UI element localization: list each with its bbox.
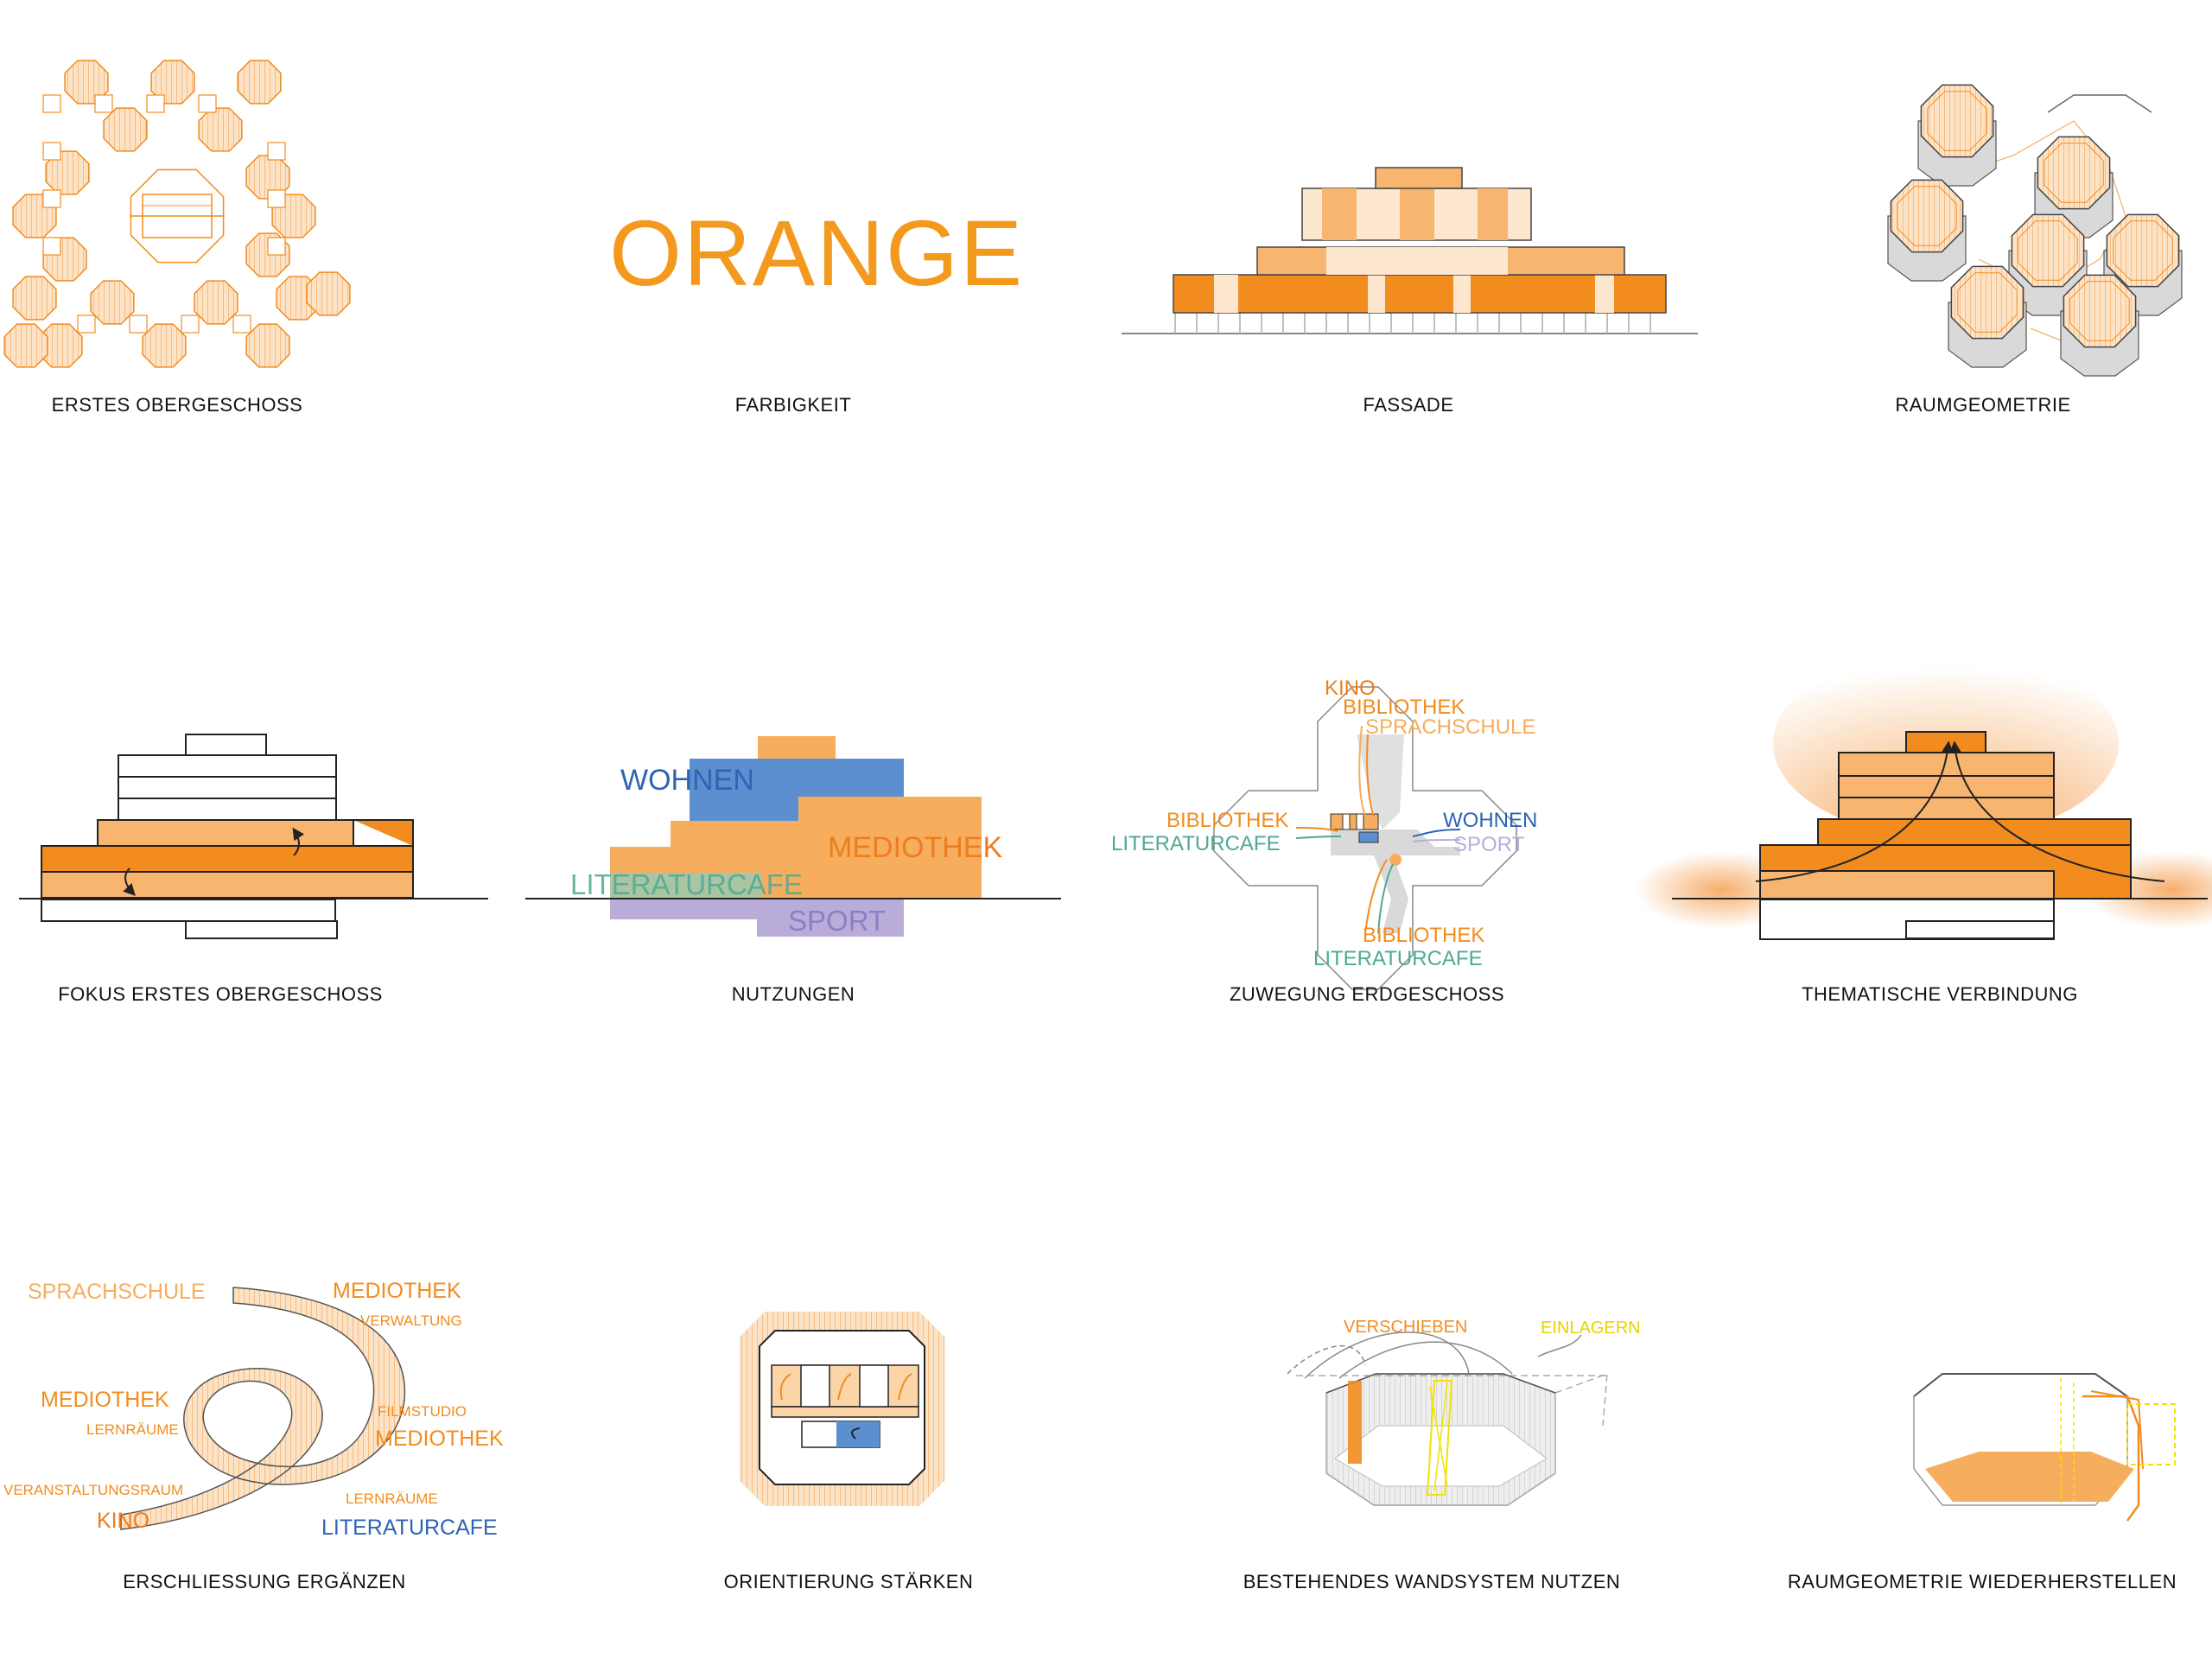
caption-orientierung: ORIENTIERUNG STÄRKEN — [723, 1571, 974, 1592]
label-filmstudio: FILMSTUDIO — [378, 1403, 467, 1420]
label-kino: KINO — [1325, 677, 1376, 700]
access-ground-floor — [1213, 686, 1517, 990]
label-mediothek-right: MEDIOTHEK — [375, 1427, 504, 1451]
space-geometry-axonometric — [1887, 84, 2183, 377]
label-lernraeume-right: LERNRÄUME — [346, 1491, 438, 1507]
caption-fassade: FASSADE — [1363, 394, 1454, 416]
caption-erstes-obergeschoss: ERSTES OBERGESCHOSS — [51, 394, 303, 416]
caption-raumgeometrie: RAUMGEOMETRIE — [1895, 394, 2071, 416]
focus-section — [19, 734, 488, 939]
caption-zuwegung: ZUWEGUNG ERDGESCHOSS — [1229, 983, 1505, 1005]
facade-elevation — [1122, 167, 1698, 334]
thematic-connection — [1635, 648, 2212, 940]
wall-system-axonometric — [1287, 1332, 1608, 1506]
caption-wandsystem: BESTEHENDES WANDSYSTEM NUTZEN — [1243, 1571, 1621, 1592]
label-sprachschule-ramp: SPRACHSCHULE — [28, 1280, 206, 1304]
caption-wiederherstellen: RAUMGEOMETRIE WIEDERHERSTELLEN — [1787, 1571, 2177, 1592]
label-sport: SPORT — [788, 905, 886, 937]
label-bibliothek-bottom: BIBLIOTHEK — [1363, 924, 1484, 947]
label-verwaltung: VERWALTUNG — [360, 1313, 462, 1329]
label-kino-ramp: KINO — [97, 1509, 149, 1533]
label-bibliothek-top: BIBLIOTHEK — [1343, 696, 1465, 719]
caption-erschliessung: ERSCHLIESSUNG ERGÄNZEN — [123, 1571, 406, 1592]
uses-section — [525, 736, 1061, 937]
plan-upper-floor — [3, 60, 351, 368]
caption-farbigkeit: FARBIGKEIT — [734, 394, 852, 416]
label-literaturcafe: LITERATURCAFE — [570, 868, 803, 900]
label-mediothek-top: MEDIOTHEK — [333, 1279, 461, 1303]
caption-nutzungen: NUTZUNGEN — [731, 983, 855, 1005]
label-mediothek: MEDIOTHEK — [828, 831, 1002, 864]
label-verschieben: VERSCHIEBEN — [1344, 1318, 1467, 1337]
label-lernraeume-left: LERNRÄUME — [86, 1421, 179, 1438]
label-veranstaltungsraum: VERANSTALTUNGSRAUM — [3, 1482, 183, 1498]
label-literaturcafe-ramp: LITERATURCAFE — [321, 1516, 498, 1540]
label-literaturcafe-bottom: LITERATURCAFE — [1313, 947, 1483, 970]
label-bibliothek-left: BIBLIOTHEK — [1166, 809, 1288, 832]
label-sport-zuwegung: SPORT — [1453, 833, 1525, 856]
label-wohnen-zuwegung: WOHNEN — [1443, 809, 1537, 832]
access-spiral-ramp — [120, 1287, 406, 1530]
label-mediothek-left: MEDIOTHEK — [41, 1388, 169, 1412]
caption-thematische: THEMATISCHE VERBINDUNG — [1802, 983, 2078, 1005]
label-literaturcafe-left: LITERATURCAFE — [1111, 832, 1281, 855]
orientation-plan — [740, 1312, 944, 1506]
caption-fokus: FOKUS ERSTES OBERGESCHOSS — [58, 983, 383, 1005]
label-sprachschule: SPRACHSCHULE — [1365, 715, 1535, 739]
label-wohnen: WOHNEN — [620, 764, 754, 797]
restore-space-geometry — [1913, 1373, 2176, 1522]
label-einlagern: EINLAGERN — [1541, 1319, 1641, 1338]
orange-wordmark: ORANGE — [609, 200, 1025, 305]
